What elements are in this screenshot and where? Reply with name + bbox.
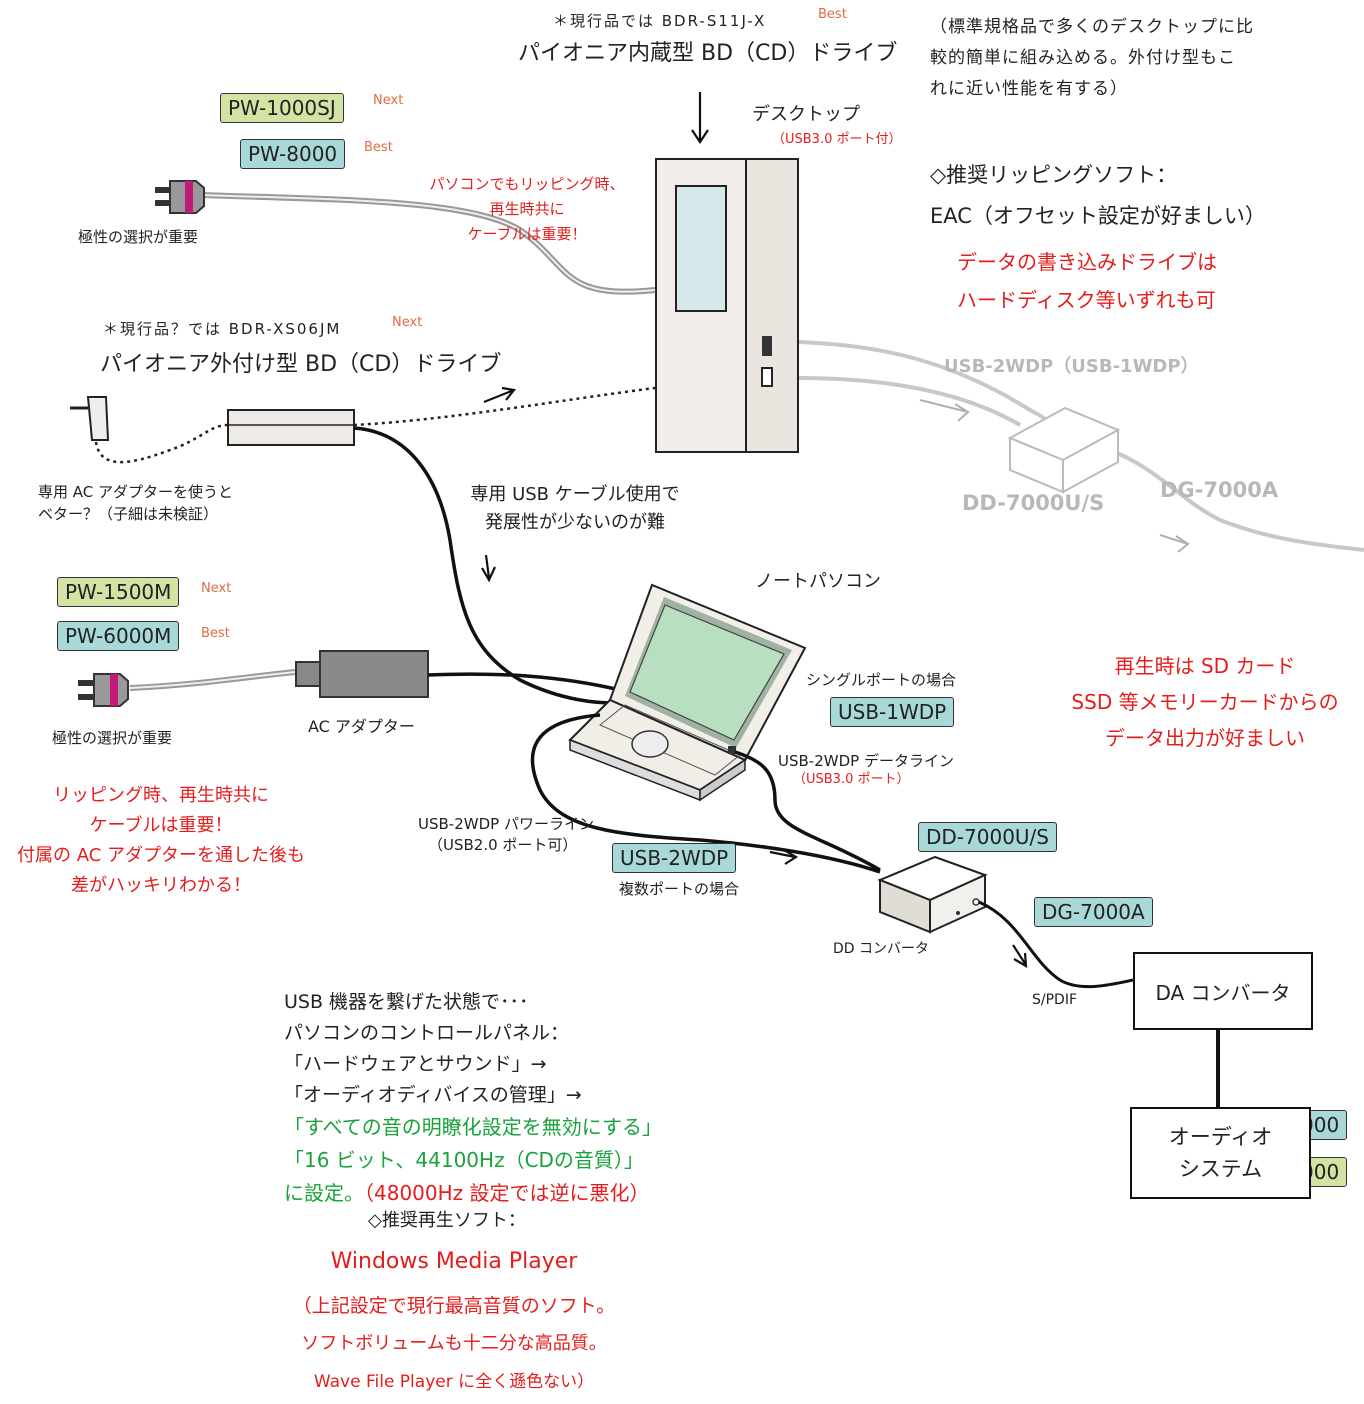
tag-dg-7000a: DG-7000A (1034, 897, 1153, 927)
play-software-name: Windows Media Player (330, 1249, 578, 1274)
ac-adapter-label: AC アダプター (308, 717, 415, 736)
tag-pw-1000sj: PW-1000SJ (220, 93, 344, 123)
laptop-label: ノートパソコン (755, 571, 881, 592)
usb-cable-note: 専用 USB ケーブル使用で発展性が少ないのが難 (470, 484, 680, 533)
polarity-note-mid: 極性の選択が重要 (52, 729, 173, 747)
desktop-sublabel: （USB3.0 ポート付） (772, 132, 902, 147)
laptop (568, 583, 807, 802)
data-line-sublabel: （USB3.0 ポート） (793, 772, 910, 787)
spdif-label: S/PDIF (1032, 992, 1078, 1008)
audio-system-box: オーディオシステム (1130, 1107, 1311, 1199)
tag-pw-6000m-sup: Best (201, 626, 230, 641)
standard-note: （標準規格品で多くのデスクトップに比較的簡単に組み込める。外付け型もこれに近い性… (930, 17, 1254, 99)
multi-port-label: 複数ポートの場合 (619, 880, 740, 898)
mid-power-cable (78, 650, 621, 707)
polarity-note-top: 極性の選択が重要 (78, 228, 199, 246)
dd-converter-box (877, 855, 1134, 989)
internal-drive-note: ＊現行品では BDR-S11J-X (553, 12, 767, 30)
tag-pw-1000sj-sup: Next (373, 93, 404, 108)
desktop-cable-note: パソコンでもリッピング時、再生時共にケーブルは重要！ (429, 175, 625, 243)
data-line-label: USB-2WDP データライン (778, 752, 954, 770)
tag-pw-1500m-sup: Next (201, 581, 232, 596)
gray-dd-converter (1007, 406, 1121, 494)
gray-dd-label: DD-7000U/S (962, 491, 1105, 515)
gray-usb-label: USB-2WDP（USB-1WDP） (944, 356, 1199, 377)
tag-usb-2wdp: USB-2WDP (612, 843, 737, 873)
gray-dg-label: DG-7000A (1160, 478, 1279, 502)
tag-usb-1wdp: USB-1WDP (830, 697, 955, 727)
desktop-tower (655, 158, 799, 453)
tag-pw-1500m: PW-1500M (57, 577, 180, 607)
external-drive-sup: Next (392, 315, 423, 330)
power-line-label: USB-2WDP パワーライン (418, 815, 594, 833)
tag-pw-8000-sup: Best (364, 140, 393, 155)
rip-software-name: EAC（オフセット設定が好ましい） (930, 204, 1266, 228)
external-drive-note: ＊現行品？では BDR-XS06JM (103, 320, 342, 338)
play-software-notes: （上記設定で現行最高音質のソフト。ソフトボリュームも十二分な高品質。Wave F… (292, 1295, 616, 1392)
internal-drive-sup: Best (818, 7, 847, 22)
tag-pw-8000: PW-8000 (240, 139, 346, 169)
external-bd-drive (70, 386, 656, 705)
rip-software-note: データの書き込みドライブはハードディスク等いずれも可 (957, 250, 1217, 312)
internal-drive-title: パイオニア内蔵型 BD（CD）ドライブ (518, 41, 898, 66)
usb-cables (530, 713, 881, 874)
settings-instructions: USB 機器を繋げた状態で･･･ パソコンのコントロールパネル： 「ハードウェア… (284, 991, 662, 1205)
play-software-heading: ◇推奨再生ソフト： (368, 1210, 526, 1231)
single-port-label: シングルポートの場合 (806, 671, 957, 689)
tag-pw-6000m: PW-6000M (57, 621, 180, 651)
da-converter-box: DA コンバータ (1133, 952, 1313, 1030)
power-line-sublabel: （USB2.0 ポート可） (428, 836, 578, 854)
tag-dd-7000us: DD-7000U/S (918, 822, 1057, 852)
adapter-cable-note: リッピング時、再生時共にケーブルは重要！付属の AC アダプターを通した後も差が… (16, 785, 305, 896)
dd-converter-label: DD コンバータ (833, 941, 930, 957)
adapter-note: 専用 AC アダプターを使うとベター？（子細は未検証） (38, 483, 234, 523)
top-power-cable (155, 180, 656, 295)
external-drive-title: パイオニア外付け型 BD（CD）ドライブ (100, 352, 502, 377)
gray-arrows (919, 399, 1190, 553)
desktop-label: デスクトップ (752, 104, 860, 125)
rip-software-heading: ◇推奨リッピングソフト： (930, 163, 1178, 187)
